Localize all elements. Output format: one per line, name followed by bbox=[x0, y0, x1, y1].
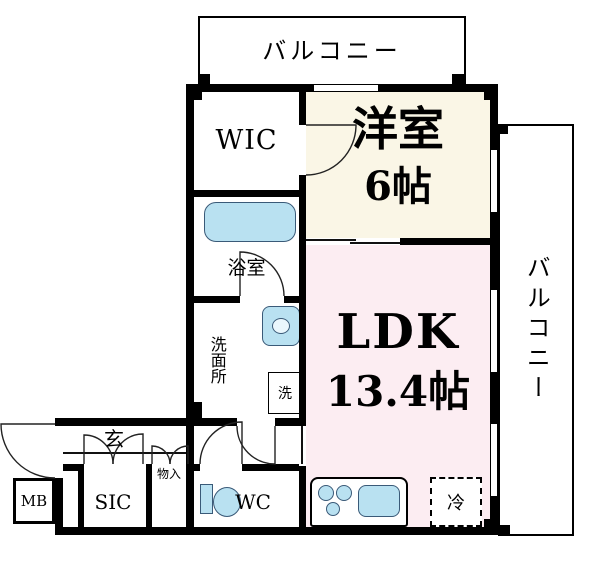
balcony-right: バルコニー bbox=[498, 124, 574, 536]
washroom-label: 洗面所 bbox=[207, 336, 227, 384]
wc-door-arc bbox=[199, 421, 243, 465]
washer-box: 洗 bbox=[268, 372, 302, 414]
sink-icon bbox=[262, 306, 300, 346]
storage-door-arc bbox=[151, 445, 171, 465]
wall bbox=[55, 527, 498, 535]
kitchen-sink-icon bbox=[358, 485, 400, 517]
window bbox=[490, 150, 498, 212]
pillar bbox=[498, 525, 510, 535]
pillar bbox=[186, 402, 202, 426]
ldk-name: LDK bbox=[336, 303, 460, 360]
fridge-label: 冷 bbox=[447, 493, 465, 514]
room-wic bbox=[194, 92, 299, 190]
pillar bbox=[484, 84, 498, 100]
window bbox=[314, 84, 378, 92]
toilet-icon bbox=[213, 487, 241, 517]
entrance-label: 玄 bbox=[104, 427, 124, 451]
wall bbox=[194, 190, 306, 197]
stove-burner-icon bbox=[326, 502, 340, 516]
western-room-name: 洋室 bbox=[352, 101, 444, 156]
pillar bbox=[452, 74, 464, 86]
wall bbox=[186, 426, 194, 527]
wall bbox=[55, 418, 63, 424]
pillar bbox=[198, 74, 210, 86]
wc-label: WC bbox=[235, 490, 271, 514]
pillar bbox=[498, 124, 508, 134]
sink-bowl-icon bbox=[272, 318, 290, 334]
sliding-door-track bbox=[306, 238, 400, 245]
window bbox=[490, 290, 498, 372]
wic-label: WIC bbox=[215, 125, 278, 157]
meter-box-label: MB bbox=[20, 492, 48, 510]
wall bbox=[242, 464, 299, 471]
wall bbox=[55, 418, 194, 426]
wall bbox=[55, 478, 63, 535]
wall bbox=[299, 84, 306, 125]
balcony-top-label: バルコニー bbox=[262, 36, 402, 65]
stove-burner-icon bbox=[318, 485, 334, 501]
wall bbox=[186, 84, 194, 426]
wall bbox=[194, 296, 240, 303]
bathtub-icon bbox=[204, 202, 296, 242]
bath-label: 浴室 bbox=[227, 256, 266, 279]
stove-burner-icon bbox=[336, 485, 352, 501]
washroom-door-arc bbox=[236, 425, 276, 465]
wall bbox=[194, 464, 200, 471]
entrance-door-arc bbox=[0, 423, 56, 479]
wall bbox=[284, 296, 306, 303]
ldk-size: 13.4帖 bbox=[325, 366, 471, 416]
storage-label: 物入 bbox=[156, 467, 181, 482]
wall bbox=[400, 238, 490, 245]
balcony-right-label: バルコニー bbox=[522, 255, 551, 405]
washer-label: 洗 bbox=[278, 386, 292, 402]
toilet-tank-icon bbox=[200, 484, 213, 514]
balcony-top: バルコニー bbox=[198, 16, 466, 86]
ldk-door-line bbox=[301, 426, 303, 464]
sic-label: SIC bbox=[94, 490, 132, 514]
sliding-door-line bbox=[306, 239, 356, 241]
wall bbox=[78, 464, 84, 527]
pillar bbox=[484, 519, 498, 535]
sliding-door-line bbox=[350, 242, 400, 244]
fridge-box: 冷 bbox=[430, 477, 482, 527]
wall bbox=[299, 418, 306, 424]
western-room-size: 6帖 bbox=[364, 163, 432, 210]
pillar bbox=[186, 84, 202, 100]
wall bbox=[299, 466, 306, 535]
wall bbox=[63, 464, 84, 471]
window bbox=[490, 424, 498, 496]
meter-box: MB bbox=[13, 478, 55, 524]
wall bbox=[146, 464, 152, 527]
wall bbox=[275, 418, 306, 426]
